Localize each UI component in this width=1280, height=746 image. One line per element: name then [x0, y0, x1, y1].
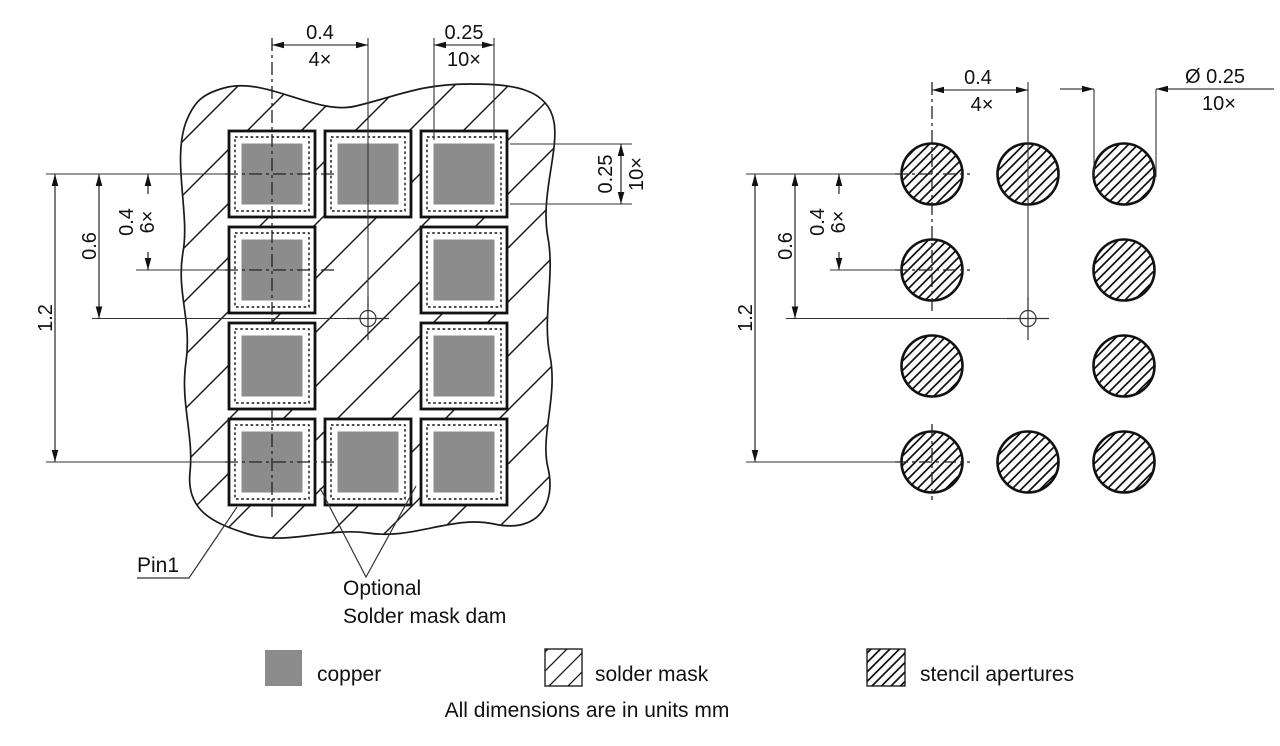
stencil-label: stencil apertures — [920, 663, 1074, 686]
dim-span-value: 1.2 — [35, 304, 57, 332]
solder-mask-dam-outline — [426, 136, 502, 212]
land-pattern-view: 0.4 4× 0.25 10× 1.2 0.6 0.4 6× 0.25 10× … — [35, 22, 648, 628]
dim-padwidth-value: 0.25 — [445, 22, 484, 44]
solder-mask-dam-outline — [330, 424, 406, 500]
legend-item-solder-mask: solder mask — [544, 648, 709, 687]
center-mark-right — [1007, 297, 1049, 340]
copper-swatch — [265, 650, 302, 686]
solder-mask-dam-outline — [426, 424, 502, 500]
dim-text-mask — [114, 194, 156, 252]
stencil-aperture — [1092, 334, 1156, 398]
copper-pad — [419, 129, 509, 219]
solder-mask-dam-outline — [426, 232, 502, 308]
stencil-aperture — [996, 430, 1060, 494]
copper-area — [433, 431, 495, 493]
pin1-label: Pin1 — [137, 554, 179, 577]
copper-area — [337, 431, 399, 493]
dim-offset-value: 0.6 — [775, 232, 797, 260]
dim-diameter-count: 10× — [1202, 93, 1236, 115]
solder-mask-dam-callout: Optional Solder mask dam — [319, 485, 506, 628]
copper-pad — [419, 321, 509, 411]
dim-hpitch-value: 0.4 — [306, 22, 334, 44]
copper-area — [433, 143, 495, 205]
dimension-lines-right — [751, 85, 1274, 462]
copper-area — [241, 335, 303, 397]
legend-item-copper: copper — [265, 650, 381, 686]
stencil-swatch — [866, 648, 906, 687]
copper-label: copper — [317, 663, 381, 686]
dam-note-line2: Solder mask dam — [343, 605, 506, 628]
dim-hpitch-count: 4× — [309, 49, 332, 71]
dam-note-line1: Optional — [343, 577, 421, 600]
copper-pad — [323, 417, 413, 507]
legend: copper solder mask stencil apertures All… — [265, 648, 1074, 722]
centerlines-left — [225, 38, 335, 517]
dim-vpitch-value: 0.4 — [116, 208, 138, 236]
dim-vpitch-count: 6× — [828, 211, 850, 234]
dim-vpitch-value: 0.4 — [807, 208, 829, 236]
dim-hpitch-value: 0.4 — [964, 67, 992, 89]
stencil-aperture — [1092, 142, 1156, 206]
extension-lines-right — [746, 82, 1157, 463]
dim-hpitch-count: 4× — [971, 94, 994, 116]
dim-vpitch-count: 6× — [137, 211, 159, 234]
copper-area — [433, 335, 495, 397]
dim-offset-value: 0.6 — [79, 232, 101, 260]
solder-mask-dam-outline — [234, 328, 310, 404]
stencil-aperture — [1092, 430, 1156, 494]
units-note: All dimensions are in units mm — [445, 699, 730, 722]
copper-pad — [419, 225, 509, 315]
copper-area — [433, 239, 495, 301]
dim-padwidth-count: 10× — [447, 49, 481, 71]
dim-text-mask — [805, 194, 847, 252]
copper-pad — [419, 417, 509, 507]
center-mark-left — [347, 297, 389, 340]
dim-padheight-count: 10× — [626, 157, 648, 191]
dim-diameter-value: Ø 0.25 — [1185, 66, 1245, 88]
stencil-view: 0.4 4× Ø 0.25 10× 1.2 0.6 0.4 6× — [735, 66, 1274, 500]
centerlines-right — [895, 82, 970, 500]
stencil-aperture — [1092, 238, 1156, 302]
stencil-aperture — [900, 334, 964, 398]
copper-pad — [227, 321, 317, 411]
extension-lines-left — [46, 38, 632, 463]
solder-mask-swatch — [544, 648, 583, 687]
dimension-lines-left — [51, 41, 625, 462]
legend-item-stencil: stencil apertures — [866, 648, 1074, 687]
pin1-callout: Pin1 — [137, 506, 238, 579]
dim-span-value: 1.2 — [735, 304, 757, 332]
solder-mask-dam-outline — [426, 328, 502, 404]
dim-padheight-value: 0.25 — [595, 155, 617, 194]
solder-mask-label: solder mask — [595, 663, 709, 686]
